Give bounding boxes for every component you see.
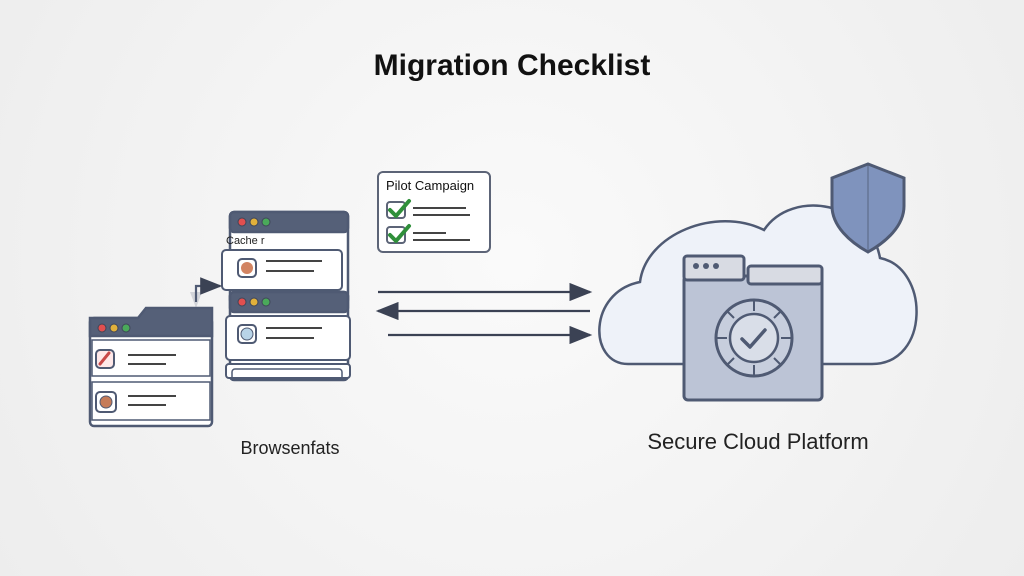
checkmark-icon [388,224,411,243]
browser-windows-cluster: Cache r [88,210,351,458]
cache-label: Cache r [226,235,265,247]
browser-window-main [88,306,214,428]
right-caption: Secure Cloud Platform [647,429,868,454]
left-caption: Browsenfats [240,438,339,458]
secure-folder [682,254,824,402]
checkmark-icon [740,328,767,349]
browser-window-stack-top: Cache r [221,210,350,306]
shield-icon [830,162,906,254]
migration-arrows [375,282,593,345]
pilot-campaign-label: Pilot Campaign [386,178,474,193]
page-title: Migration Checklist [374,49,651,82]
browser-window-stack-middle [225,290,351,382]
connector-arrow [194,277,223,302]
check-item-1 [386,199,470,219]
check-item-2 [386,224,470,244]
pilot-campaign-card: Pilot Campaign [377,171,491,253]
checkmark-icon [388,199,411,218]
secure-cloud-platform: Secure Cloud Platform [598,162,918,454]
